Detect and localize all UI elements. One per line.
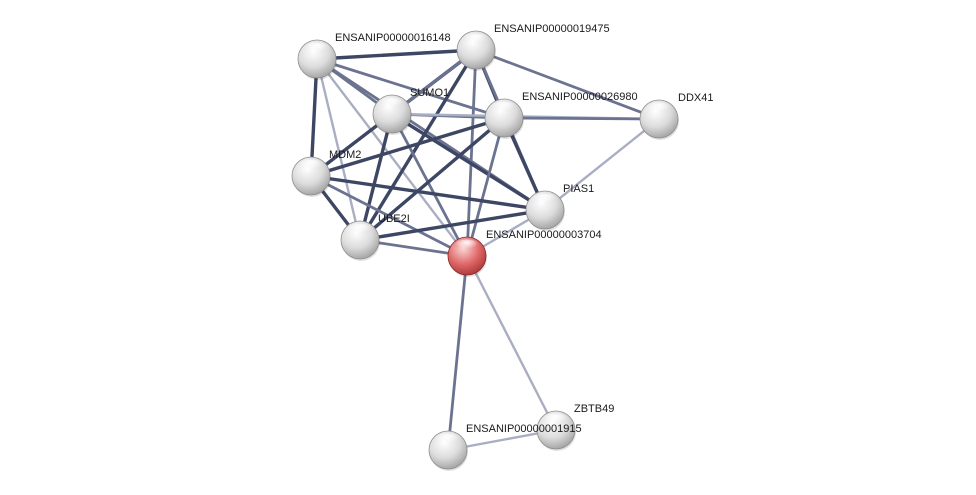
node-n19475[interactable]	[456, 30, 496, 71]
edge-ddx41-pias1[interactable]	[543, 117, 661, 212]
node-highlight	[299, 159, 323, 172]
edge-n16148-ube2i[interactable]	[315, 57, 362, 242]
node-n915[interactable]	[428, 430, 468, 471]
node-highlight	[647, 102, 671, 115]
node-highlight	[436, 433, 460, 446]
node-pias1[interactable]	[525, 190, 565, 231]
node-label-pias1: PIAS1	[563, 183, 594, 195]
node-label-n3704: ENSANIP00000003704	[486, 229, 602, 241]
node-highlight	[464, 33, 488, 46]
edge-ube2i-pias1[interactable]	[358, 208, 547, 242]
edge-mdm2-n3704[interactable]	[309, 174, 469, 258]
labels-layer: ENSANIP00000016148 ENSANIP00000019475SUMO…	[329, 23, 713, 435]
node-label-n26980: ENSANIP00000026980	[522, 91, 638, 103]
node-label-sumo1: SUMO1	[410, 87, 449, 99]
node-highlight	[305, 42, 329, 55]
node-label-ube2i: UBE2I	[378, 213, 410, 225]
node-ddx41[interactable]	[639, 99, 679, 140]
edge-n26980-ddx41[interactable]	[502, 116, 661, 121]
node-highlight	[533, 193, 557, 206]
node-highlight	[380, 97, 404, 110]
edge-sumo1-ube2i[interactable]	[358, 112, 394, 242]
node-mdm2[interactable]	[291, 156, 331, 197]
edge-sumo1-pias1[interactable]	[390, 112, 547, 212]
edge-n26980-n3704[interactable]	[465, 116, 506, 258]
edge-mdm2-pias1[interactable]	[309, 174, 547, 212]
node-n26980[interactable]	[484, 98, 524, 139]
edge-n16148-n3704[interactable]	[315, 57, 469, 258]
node-highlight	[455, 239, 479, 252]
node-label-n915: ENSANIP00000001915	[466, 423, 582, 435]
node-label-mdm2: MDM2	[329, 149, 361, 161]
nodes-layer	[291, 30, 679, 471]
edge-n16148-mdm2[interactable]	[309, 57, 319, 178]
node-highlight	[348, 223, 372, 236]
edge-n16148-n19475[interactable]	[315, 48, 478, 61]
edge-sumo1-n3704[interactable]	[390, 112, 469, 258]
node-sumo1[interactable]	[372, 94, 412, 135]
edge-n3704-zbtb49[interactable]	[465, 254, 558, 432]
node-highlight	[492, 101, 516, 114]
node-label-ddx41: DDX41	[678, 92, 713, 104]
edge-n3704-n915[interactable]	[446, 254, 469, 452]
node-n16148[interactable]	[297, 39, 337, 80]
edge-n19475-ddx41[interactable]	[474, 48, 661, 121]
node-n3704[interactable]	[447, 236, 487, 277]
node-label-n19475: ENSANIP00000019475	[494, 23, 610, 35]
node-label-n16148: ENSANIP00000016148	[335, 32, 451, 44]
node-zbtb49[interactable]	[536, 410, 576, 451]
node-ube2i[interactable]	[340, 220, 380, 261]
node-highlight	[544, 413, 568, 426]
edge-n26980-mdm2[interactable]	[309, 116, 506, 178]
edge-n26980-ube2i[interactable]	[358, 116, 506, 242]
node-label-zbtb49: ZBTB49	[574, 403, 614, 415]
